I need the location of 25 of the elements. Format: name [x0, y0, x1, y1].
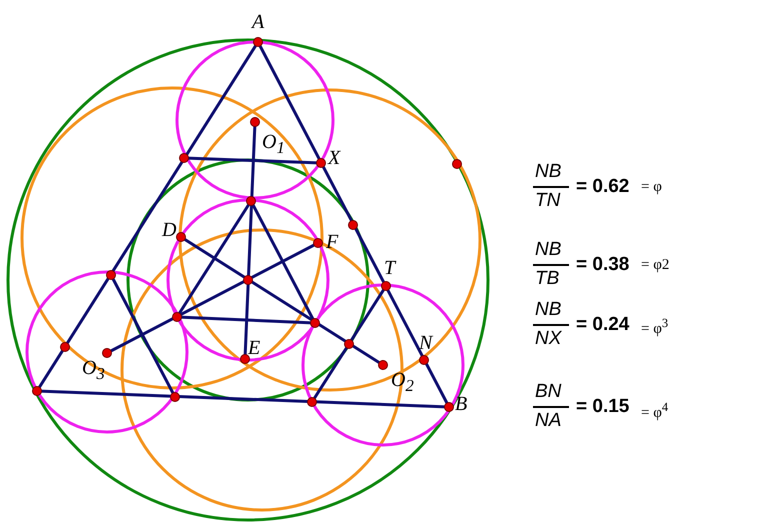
point-label: X — [328, 148, 340, 168]
point-label: D — [162, 220, 176, 240]
point-label: T — [384, 258, 396, 278]
phi-power: = φ — [641, 179, 662, 195]
fraction-numerator: NB — [535, 162, 562, 182]
ratio-value: = 0.38 — [576, 255, 630, 275]
fraction-numerator: BN — [535, 382, 562, 402]
point-label: E — [248, 338, 260, 358]
fraction-denominator: TN — [535, 191, 560, 211]
phi-power: = φ2 — [641, 257, 670, 273]
ratio-value: = 0.62 — [576, 177, 630, 197]
phi-power: = φ$^{4}$ — [641, 399, 668, 421]
fraction-denominator: NA — [535, 411, 562, 431]
point-label: B — [455, 394, 468, 414]
point-label: O$_{1}$ — [262, 132, 285, 158]
phi-power: = φ$^{3}$ — [641, 315, 668, 337]
ratio-value: = 0.24 — [576, 315, 630, 335]
fraction-denominator: NX — [535, 329, 562, 349]
fraction-denominator: TB — [535, 269, 560, 289]
ratio-value: = 0.15 — [576, 397, 630, 417]
point-label: A — [252, 12, 264, 32]
fraction-numerator: NB — [535, 300, 562, 320]
point-label: F — [326, 232, 338, 252]
fraction-numerator: NB — [535, 240, 562, 260]
point-label: N — [419, 333, 432, 353]
